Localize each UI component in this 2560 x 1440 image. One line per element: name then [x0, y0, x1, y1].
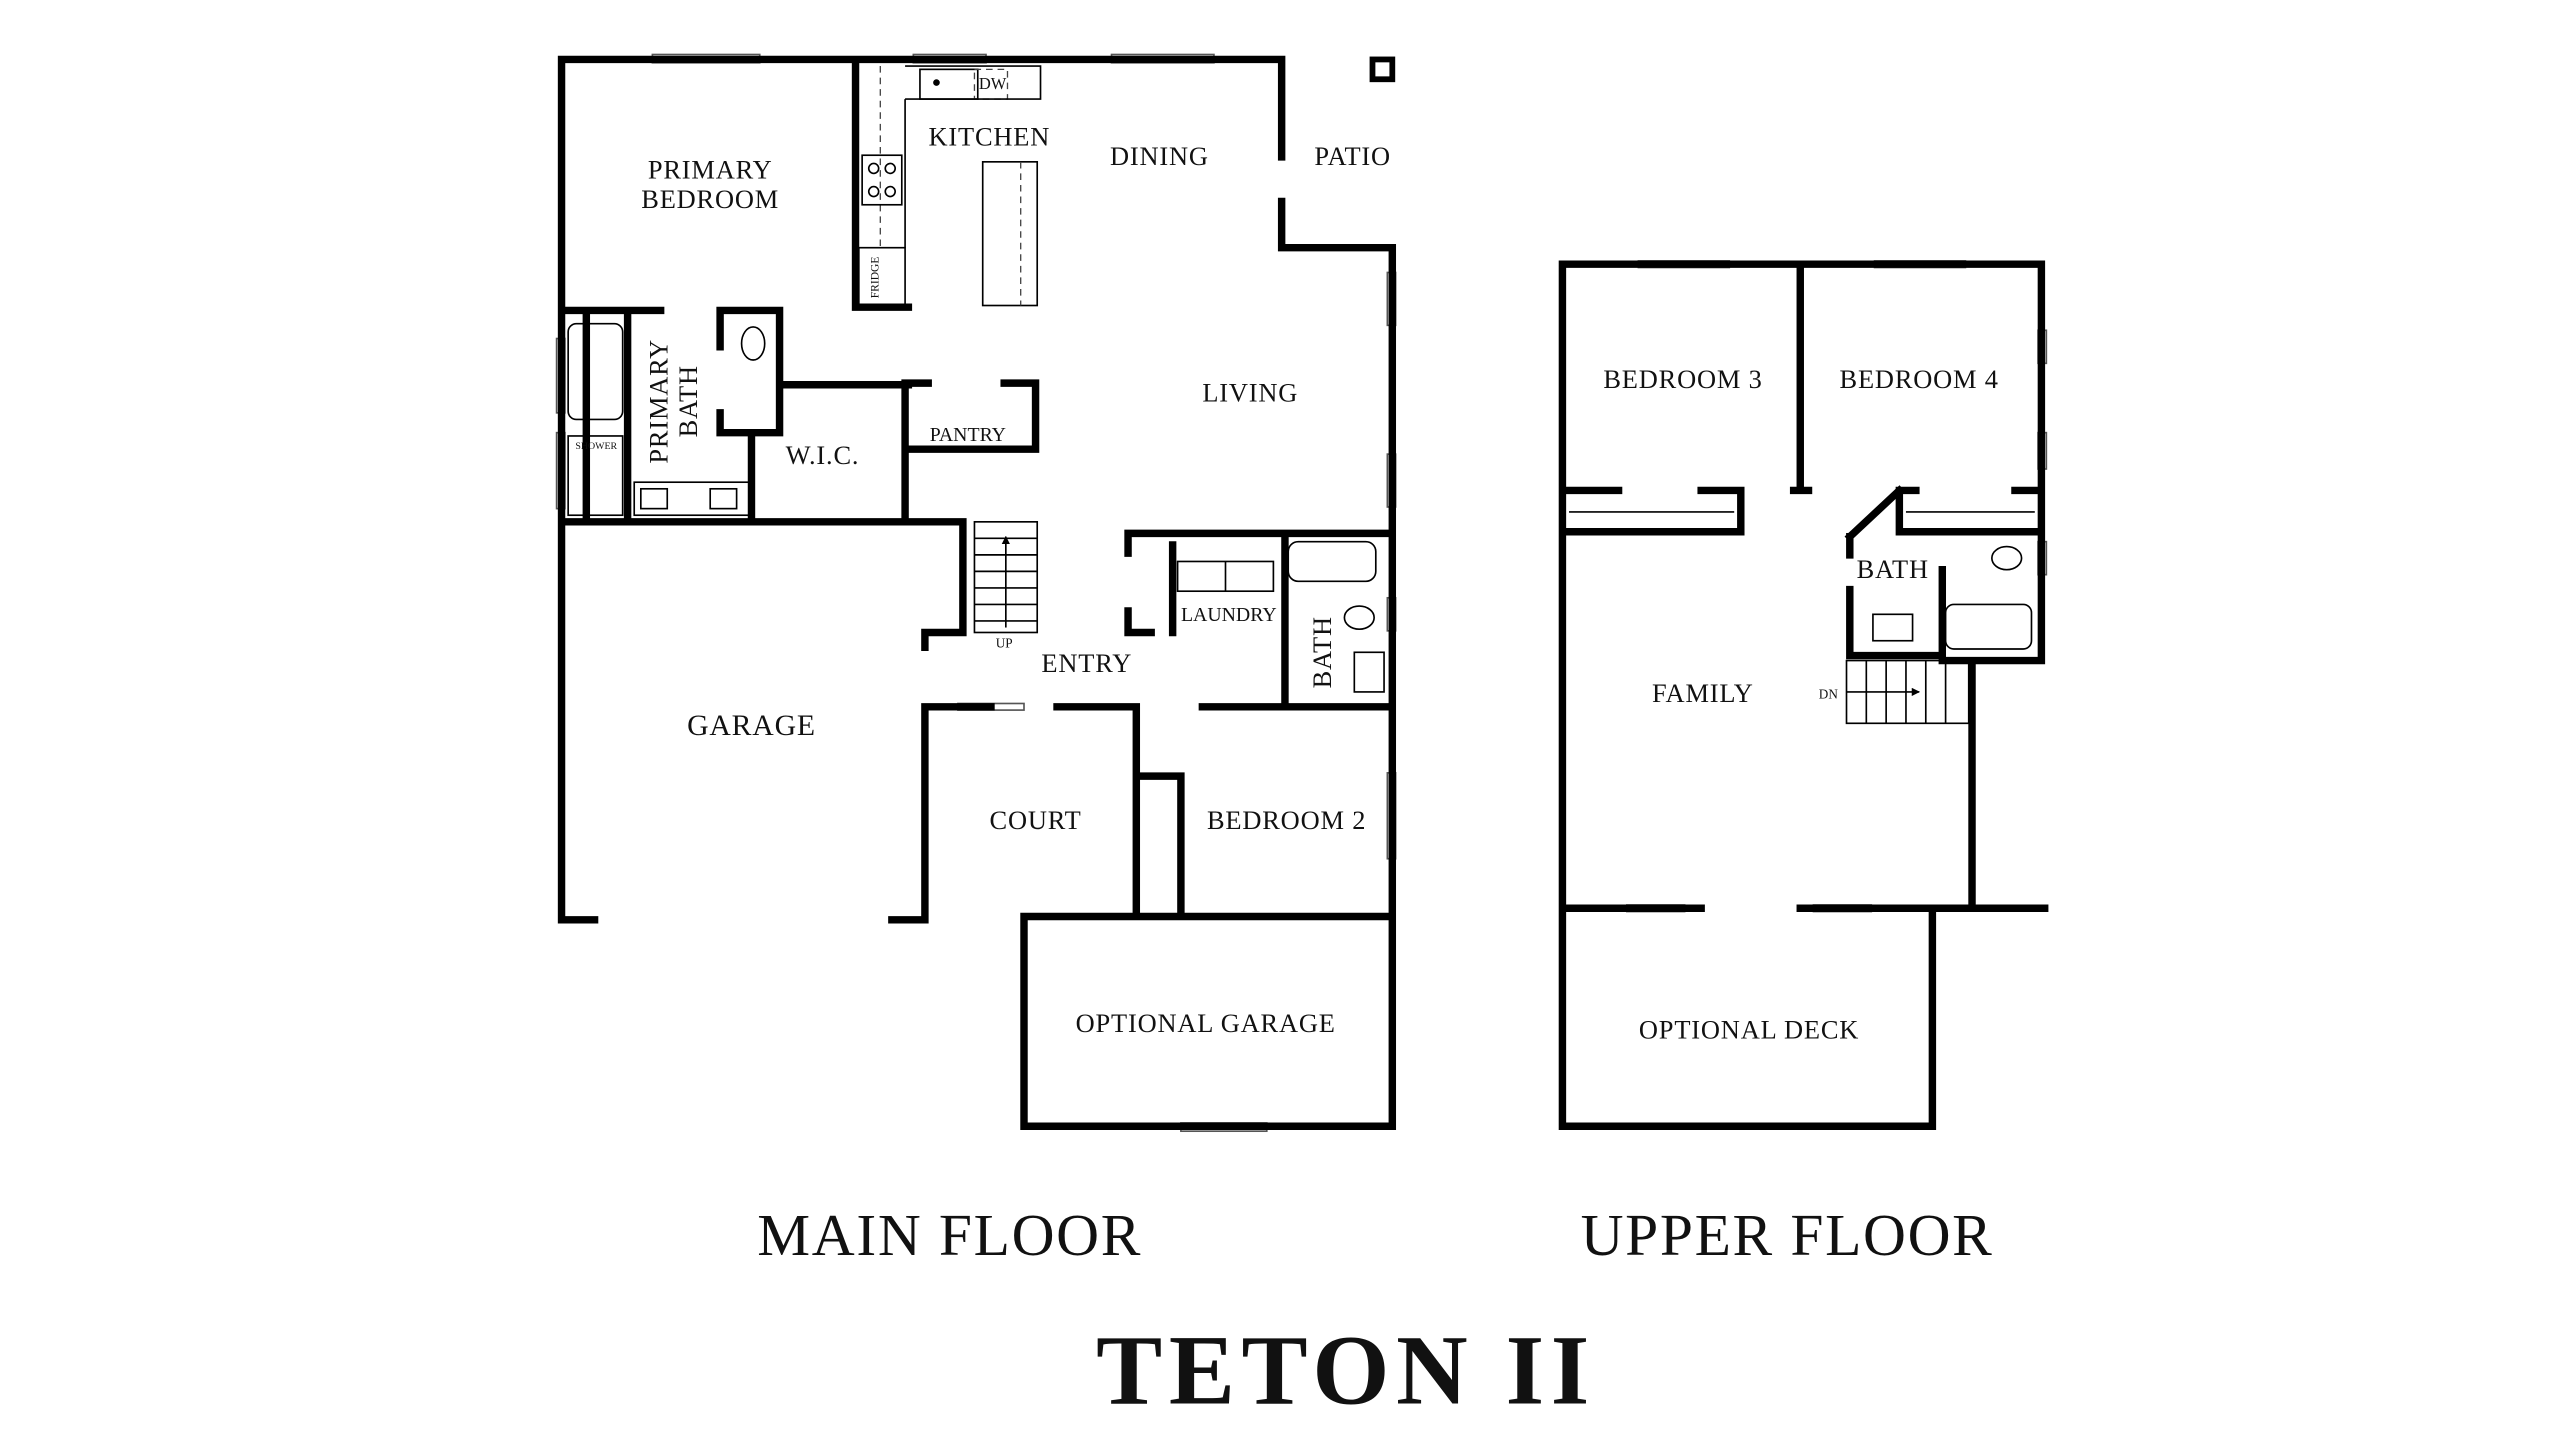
- sink-icon: [1872, 613, 1914, 642]
- plan-title: TETON II: [1096, 1317, 1596, 1426]
- kitchen-island: [981, 161, 1039, 307]
- room-label-primary-bedroom: PRIMARY: [648, 154, 773, 184]
- shower-icon: [567, 435, 624, 517]
- room-label-primary-bath: PRIMARY: [643, 339, 673, 464]
- stairs-up-label: UP: [996, 635, 1013, 650]
- toilet-icon: [1991, 545, 2023, 571]
- bathtub-icon: [567, 322, 624, 421]
- stairs-down-label: DN: [1819, 687, 1839, 702]
- room-label-garage: GARAGE: [687, 710, 816, 742]
- room-label-family: FAMILY: [1652, 678, 1754, 708]
- main-floor-plan: PRIMARY BEDROOM KITCHEN DINING PATIO LIV…: [555, 53, 1397, 1133]
- bathtub-icon: [1287, 540, 1377, 583]
- main-stairs: [973, 521, 1039, 634]
- main-floor-title: MAIN FLOOR: [757, 1202, 1142, 1268]
- patio-post: [1369, 56, 1396, 83]
- room-label-bedroom-2: BEDROOM 2: [1207, 805, 1366, 835]
- toilet-icon: [740, 326, 766, 361]
- main-floor-walls: [557, 55, 1397, 1130]
- room-label-entry: ENTRY: [1041, 648, 1132, 678]
- room-label-living: LIVING: [1202, 377, 1298, 407]
- shower-label: SHOWER: [575, 441, 617, 452]
- sink-icon: [1353, 651, 1385, 693]
- fridge-label: FRIDGE: [869, 257, 882, 299]
- bathtub-icon: [1944, 603, 2033, 650]
- room-label-primary-bath: BATH: [673, 365, 703, 437]
- room-label-bedroom-3: BEDROOM 3: [1603, 364, 1762, 394]
- room-label-kitchen: KITCHEN: [928, 121, 1050, 151]
- upper-stairs: [1845, 659, 1970, 725]
- room-label-wic: W.I.C.: [786, 440, 860, 470]
- room-label-bath: BATH: [1857, 554, 1929, 584]
- upper-floor-walls: [1558, 260, 2049, 1130]
- room-label-optional-deck: OPTIONAL DECK: [1639, 1015, 1859, 1045]
- toilet-icon: [1343, 605, 1375, 630]
- room-label-bath: BATH: [1307, 616, 1337, 688]
- sink-icon: [919, 68, 979, 100]
- bath-fixtures: [567, 322, 1385, 693]
- range-icon: [861, 154, 903, 206]
- fridge-icon: [858, 246, 906, 307]
- upper-floor-title: UPPER FLOOR: [1581, 1202, 1994, 1268]
- upper-floor-plan: BEDROOM 3 BEDROOM 4 BATH FAMILY OPTIONAL…: [1558, 260, 2049, 1130]
- room-label-primary-bedroom: BEDROOM: [641, 184, 779, 214]
- room-label-patio: PATIO: [1314, 141, 1391, 171]
- room-label-bedroom-4: BEDROOM 4: [1840, 364, 1999, 394]
- room-label-pantry: PANTRY: [930, 424, 1006, 446]
- room-label-laundry: LAUNDRY: [1181, 604, 1277, 626]
- sink-icon: [709, 487, 738, 510]
- dishwasher-label: DW: [979, 74, 1007, 93]
- room-label-dining: DINING: [1110, 141, 1209, 171]
- room-label-court: COURT: [990, 805, 1082, 835]
- room-label-optional-garage: OPTIONAL GARAGE: [1076, 1008, 1336, 1038]
- sink-icon: [640, 487, 669, 510]
- kitchen-fixtures: [858, 65, 1042, 307]
